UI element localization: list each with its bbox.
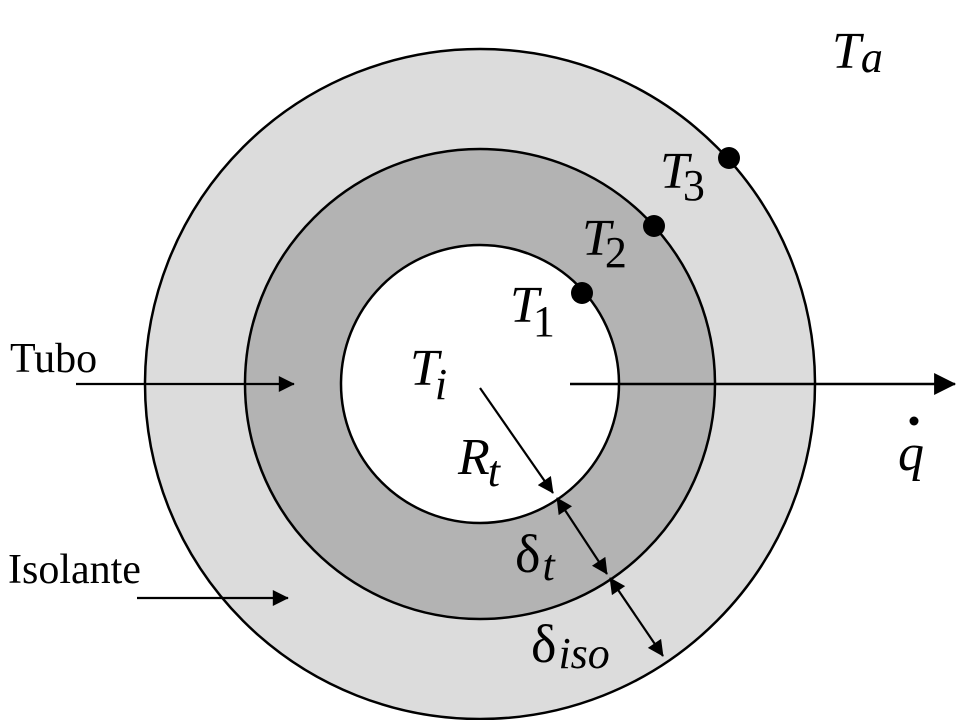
heat-flux-dot: [909, 416, 919, 426]
inner-temperature-label: Ti: [410, 340, 447, 409]
tube-thickness-label: δt: [515, 524, 556, 590]
ambient-temperature-label: Ta: [832, 23, 883, 82]
insulation-label: Isolante: [8, 547, 141, 593]
t3-point: [718, 147, 740, 169]
insulation-thickness-arrow: [609, 577, 664, 657]
t3-label: T3: [660, 143, 705, 210]
tube-label: Tubo: [10, 336, 97, 382]
t1-label: T1: [510, 277, 555, 346]
radius-arrow: [479, 387, 554, 494]
radius-label: Rt: [457, 429, 502, 496]
t1-point: [571, 282, 593, 304]
heat-flux-label: q: [898, 425, 924, 482]
insulation-thickness-label: δiso: [531, 614, 610, 678]
t2-point: [643, 215, 665, 237]
tube-thickness-arrow: [556, 497, 608, 575]
t2-label: T2: [582, 210, 627, 277]
